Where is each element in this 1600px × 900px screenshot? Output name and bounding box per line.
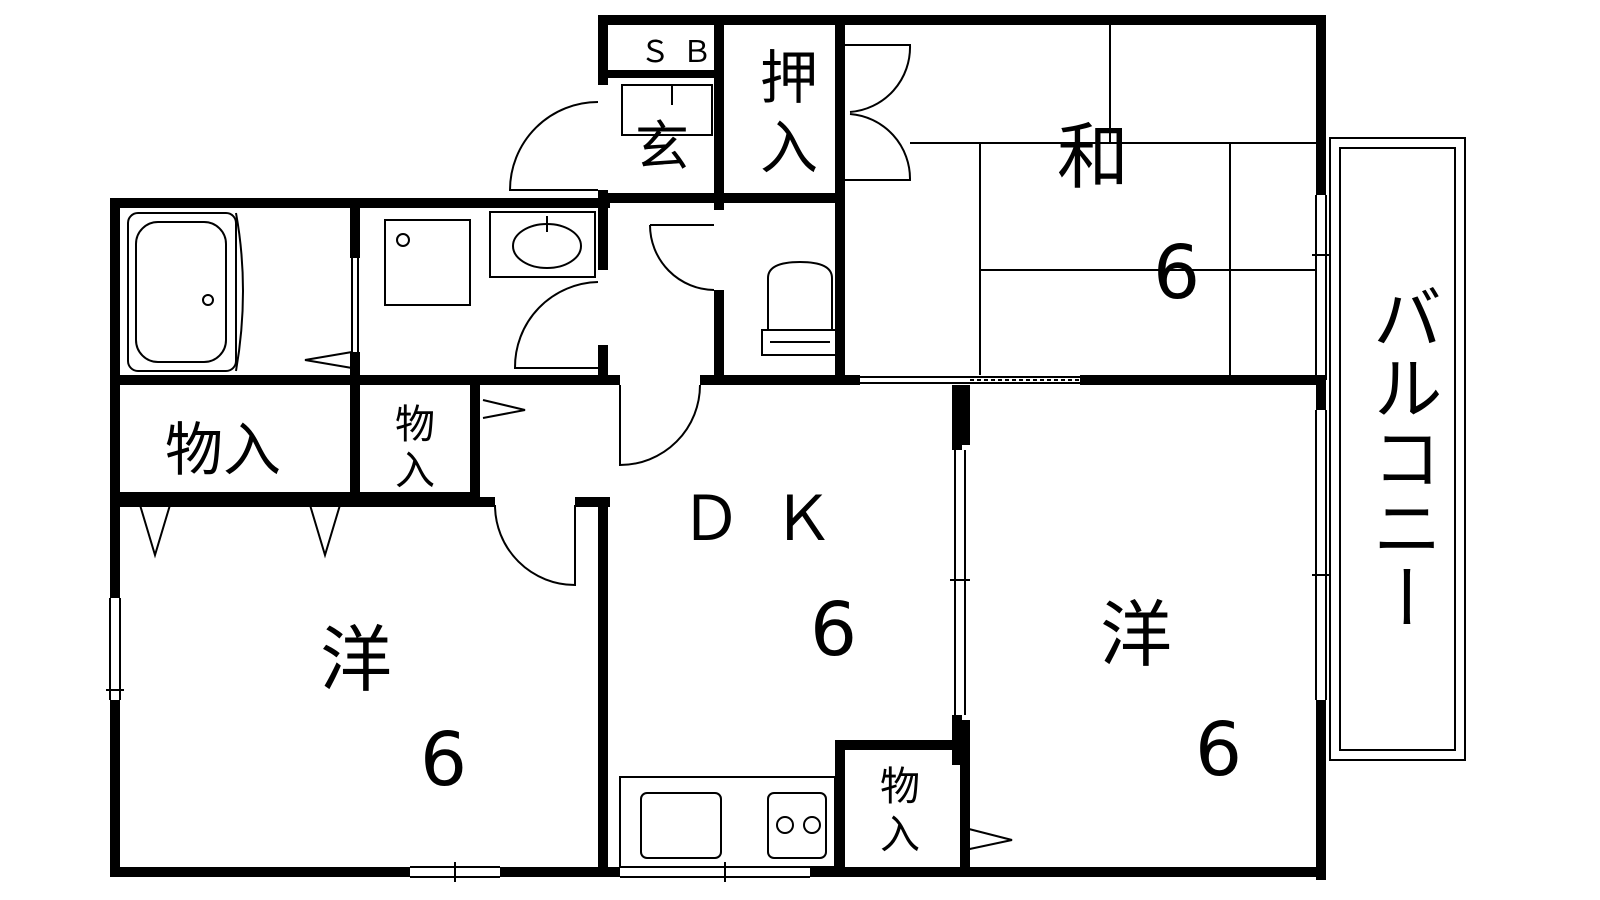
tatami-lines (910, 25, 1316, 375)
label-washitsu-size: 6 (1153, 230, 1200, 316)
label-yoshitsu-right: 洋 (1100, 593, 1172, 677)
label-monoire-small-top-1: 物 (395, 402, 435, 448)
wash-basin (489, 211, 596, 278)
label-washitsu: 和 (1057, 115, 1129, 199)
label-genkan: 玄 (635, 115, 689, 178)
balcony: バルコニー (1329, 137, 1466, 761)
doors (477, 44, 1013, 851)
walls (110, 15, 1326, 880)
washing-machine (384, 219, 471, 306)
label-dk: ＤＫ (680, 482, 864, 555)
label-dk-size: 6 (810, 587, 857, 673)
toilet (761, 260, 839, 356)
label-yoshitsu-right-size: 6 (1195, 707, 1242, 793)
bathtub (127, 212, 237, 372)
label-oshiire-top: 押 (760, 44, 818, 112)
balcony-label: バルコニー (1361, 282, 1443, 632)
windows (106, 195, 1330, 882)
room-labels: ＳＢ 玄 押 入 和 6 物入 物 入 ＤＫ 6 洋 6 洋 6 物 入 (165, 35, 1242, 858)
label-monoire-small-top-2: 入 (395, 448, 435, 494)
label-yoshitsu-left-size: 6 (420, 717, 467, 803)
label-yoshitsu-left: 洋 (320, 618, 392, 702)
label-shoe-box: ＳＢ (640, 35, 724, 70)
label-oshiire-bottom: 入 (760, 114, 818, 182)
label-monoire-large: 物入 (165, 416, 281, 484)
label-monoire-small-bottom-2: 入 (880, 812, 920, 858)
kitchen-counter (619, 776, 836, 868)
label-monoire-small-bottom-1: 物 (880, 764, 920, 810)
fixtures (127, 84, 839, 868)
